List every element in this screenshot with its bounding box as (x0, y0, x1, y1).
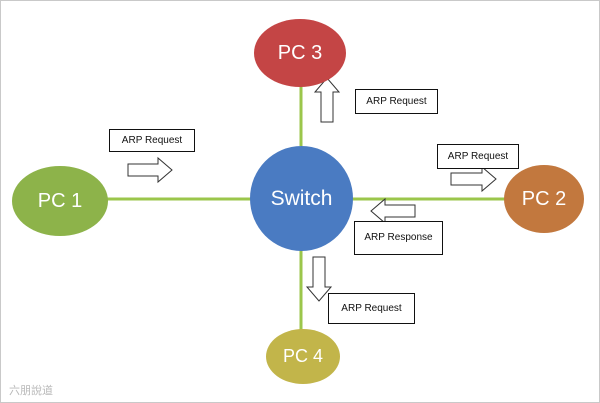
message-pc4-arp-request: ARP Request (328, 293, 415, 324)
arrow-left-pc2-icon (370, 197, 416, 225)
node-pc1: PC 1 (12, 166, 108, 236)
arrow-right-pc2-icon (450, 165, 497, 193)
arrow-down-pc4-icon (305, 256, 333, 302)
node-pc3: PC 3 (254, 19, 346, 87)
message-pc2-arp-response: ARP Response (354, 221, 443, 255)
node-pc2: PC 2 (504, 165, 584, 233)
message-text: ARP Response (364, 232, 433, 243)
arrow-up-pc3-icon (313, 77, 341, 123)
message-pc3-arp-request: ARP Request (355, 89, 438, 114)
message-pc2-arp-request: ARP Request (437, 144, 519, 169)
watermark-text: 六朋說道 (9, 384, 53, 397)
node-pc4: PC 4 (266, 329, 340, 384)
node-switch: Switch (250, 146, 353, 251)
node-pc2-label: PC 2 (521, 187, 567, 210)
node-switch-label: Switch (270, 186, 333, 210)
watermark: 六朋說道 (9, 382, 53, 398)
message-text: ARP Request (121, 134, 183, 146)
message-text: ARP Request (341, 302, 402, 314)
message-text: ARP Request (366, 95, 427, 107)
node-pc4-label: PC 4 (282, 346, 324, 366)
message-pc1-arp-request: ARP Request (109, 129, 195, 152)
message-text: ARP Request (447, 150, 509, 162)
node-pc3-label: PC 3 (277, 41, 323, 64)
arrow-right-pc1-icon (127, 156, 173, 184)
node-pc1-label: PC 1 (37, 189, 83, 212)
